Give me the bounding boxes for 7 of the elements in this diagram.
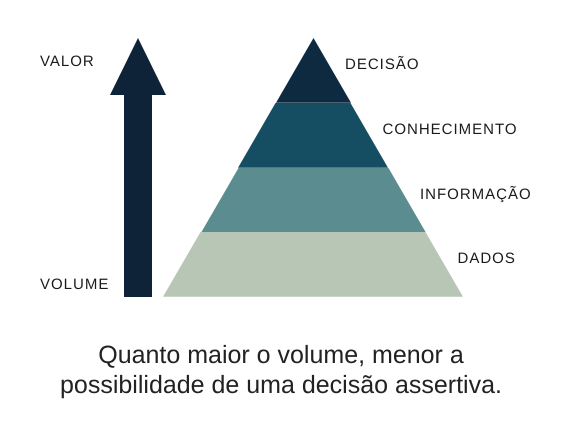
level-label: DADOS — [458, 250, 516, 268]
level-label: CONHECIMENTO — [382, 120, 518, 138]
axis-label: VOLUME — [40, 276, 110, 293]
caption: Quanto maior o volume, menor a possibilidade de uma decisão assertiva. — [59, 340, 503, 400]
level-label: INFORMAÇÃO — [420, 186, 532, 202]
axis-label: VALOR — [40, 53, 95, 70]
level-label: DECISÃO — [345, 56, 420, 73]
